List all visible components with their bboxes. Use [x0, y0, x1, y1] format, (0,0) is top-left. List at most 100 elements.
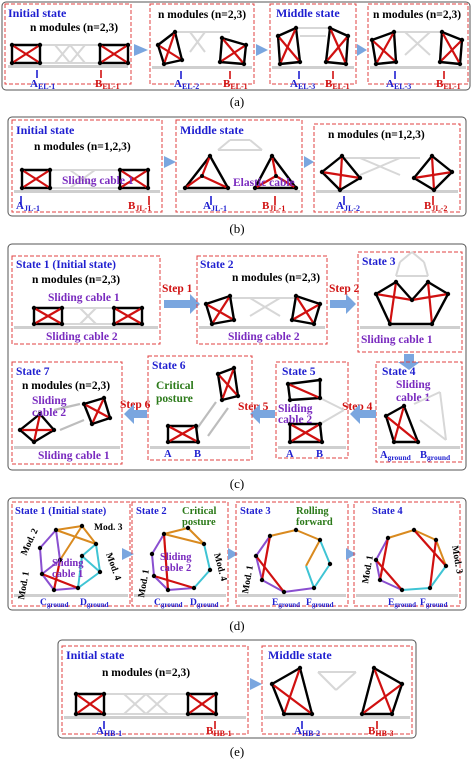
panel-c-modules-label-2: n modules (n=2,3) — [232, 272, 320, 284]
panel-c-critical-label: Critical — [156, 380, 194, 392]
panel-c-step6-label: Step 6 — [120, 399, 151, 411]
caption-e: (e) — [230, 744, 244, 759]
label-b-ground: Bground — [420, 450, 451, 462]
panel-b-box-2 — [175, 119, 303, 213]
ground — [178, 190, 300, 193]
panel-e-initial-state-label: Initial state — [66, 648, 125, 662]
panel-a-initial-state-label: Initial state — [8, 6, 67, 20]
label-a-el3: AEL-3 — [290, 78, 315, 91]
panel-d-sliding-label-2: cable 1 — [52, 569, 83, 580]
panel-c-state7-sliding-cable-1-label: Sliding cable 1 — [38, 450, 110, 462]
arrow-left-icon — [350, 404, 376, 424]
panel-c-state5-box — [275, 361, 349, 459]
truss-a3 — [275, 25, 351, 67]
panel-a-box-3 — [269, 3, 357, 85]
label-e4-ground: Eground — [388, 598, 416, 609]
label-a-jl1: AJL-1 — [16, 200, 40, 213]
panel-d-state4-box — [353, 501, 461, 607]
panel-c-state7-label: State 7 — [16, 366, 50, 378]
label-d2-ground: Dground — [190, 598, 219, 609]
panel-b-box-1 — [11, 119, 163, 213]
panel-b-modules-label-3: n modules (n=1,2,3) — [328, 129, 425, 141]
arrow-right-icon — [122, 548, 134, 560]
panel-b-middle-state-label: Middle state — [180, 123, 244, 137]
truss-b1 — [19, 167, 151, 191]
label-f3-ground: Fground — [306, 598, 334, 609]
caption-b: (b) — [229, 221, 244, 236]
panel-d-mod3-label: Mod. 3 — [94, 523, 123, 533]
ground — [14, 594, 128, 597]
panel-c-state1-label: State 1 (Initial state) — [16, 259, 116, 271]
ground — [64, 716, 246, 719]
arrow-right-icon — [134, 44, 148, 56]
panel-d-state2-mod1-label: Mod. 1 — [137, 568, 152, 598]
panel-a-middle-state-label: Middle state — [276, 6, 340, 20]
label-a-hb1: AHB-1 — [96, 725, 122, 738]
panel-c-state5-label: State 5 — [282, 366, 316, 378]
label-b-jl1-2: BJL-1 — [262, 200, 285, 213]
truss-c4 — [383, 391, 447, 445]
panel-e: Initial state n modules (n=2,3) AHB-1 BH… — [57, 639, 417, 759]
label-b-el1: BEL-1 — [95, 78, 120, 91]
panel-e-box-1 — [61, 645, 249, 735]
panel-c-state5-sliding-label-2: cable 2 — [278, 414, 312, 426]
panel-a-box-4 — [367, 3, 469, 85]
panel-a-frame — [1, 1, 471, 91]
ring-d1 — [37, 523, 103, 593]
ground — [14, 190, 160, 193]
truss-b3 — [319, 153, 455, 193]
ground — [370, 66, 466, 69]
panel-c-state5-sliding-label-1: Sliding — [278, 403, 313, 415]
truss-c1 — [31, 305, 145, 327]
panel-a: Initial state n modules (n=2,3) AEL-1 BE… — [1, 1, 471, 109]
label-c-ground: Cground — [40, 598, 69, 609]
ground — [8, 65, 128, 68]
ground — [316, 190, 458, 193]
panel-d: State 1 (Initial state) Mod. 2 Mod. 3 Mo… — [7, 497, 467, 633]
panel-c-state4-sliding-label-1: Sliding — [396, 379, 431, 391]
arrow-right-icon — [330, 294, 356, 314]
panel-c-state3-label: State 3 — [362, 256, 396, 268]
panel-e-modules-label: n modules (n=2,3) — [102, 667, 190, 679]
panel-c-state3-box — [357, 251, 463, 353]
caption-c: (c) — [230, 476, 244, 491]
panel-d-state3-mod1-label: Mod. 1 — [241, 564, 256, 594]
truss-e2 — [269, 665, 405, 717]
panel-b-frame — [7, 116, 467, 217]
ground — [14, 446, 120, 449]
arrow-right-icon — [164, 156, 176, 168]
ground — [360, 326, 460, 329]
ground — [272, 66, 354, 69]
label-e3-ground: Eground — [272, 598, 300, 609]
panel-d-state2-mod4-label: Mod. 4 — [211, 552, 228, 582]
panel-b-initial-state-label: Initial state — [16, 123, 75, 137]
panel-c-frame — [7, 243, 467, 471]
panel-c-state7-sliding-label-2: cable 2 — [32, 407, 66, 419]
truss-c7 — [17, 395, 113, 445]
panel-d-state4-mod3-label: Mod. 3 — [449, 545, 464, 575]
label-a-hb2: AHB-2 — [294, 725, 320, 738]
panel-d-mod2-label: Mod. 2 — [20, 527, 41, 557]
label-b-el1-4: BEL-1 — [436, 78, 461, 91]
label-b-jl1: BJL-1 — [128, 200, 151, 213]
ground — [238, 594, 346, 597]
label-b-jl2: BJL-2 — [424, 200, 447, 213]
truss-c6 — [165, 365, 241, 445]
panel-c-state2-label: State 2 — [200, 259, 234, 271]
panel-b-elastic-cable-label: Elastic cable — [233, 177, 295, 189]
ground — [264, 716, 410, 719]
ground — [378, 446, 460, 449]
arrow-right-icon — [164, 294, 200, 314]
label-f4-ground: Fground — [420, 598, 448, 609]
truss-c5 — [285, 377, 345, 445]
ground — [152, 66, 252, 69]
arrow-right-icon — [256, 44, 268, 56]
panel-a-modules-label-1: n modules (n=2,3) — [30, 22, 118, 34]
ring-d4 — [373, 527, 449, 593]
caption-d: (d) — [229, 618, 244, 633]
ring-d2 — [149, 525, 213, 593]
panel-c-state6-label: State 6 — [152, 360, 186, 372]
arrow-right-icon — [250, 678, 262, 690]
panel-d-rolling-label: Rolling — [296, 506, 329, 517]
